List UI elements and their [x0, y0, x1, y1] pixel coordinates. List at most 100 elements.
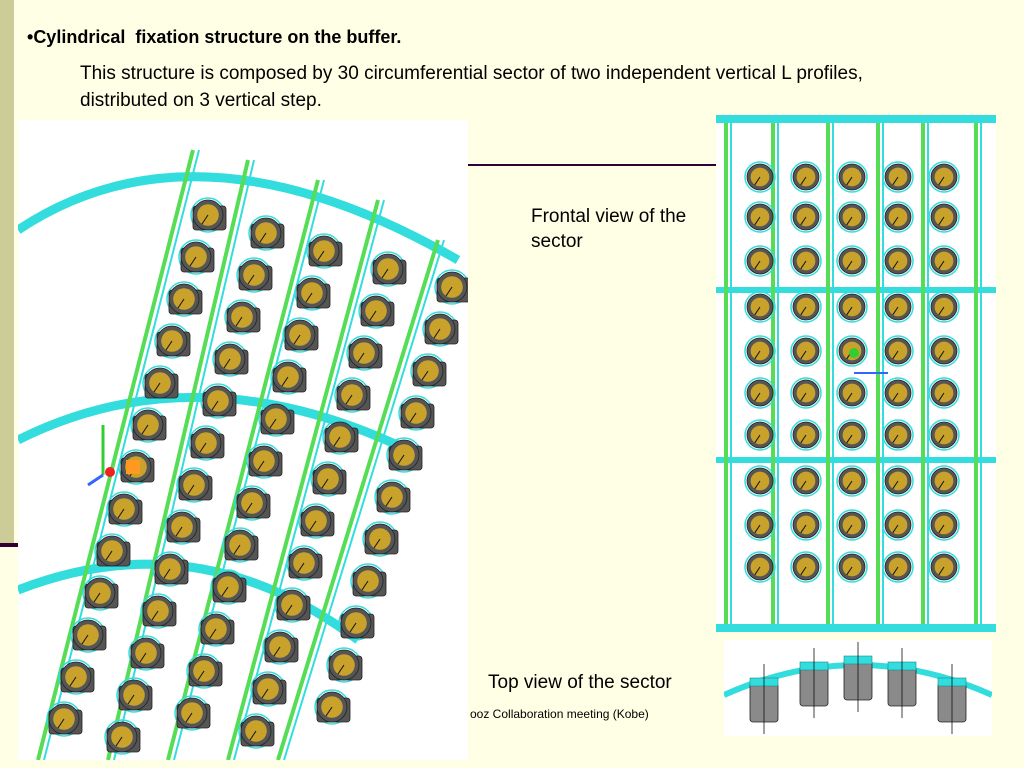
slide-title: •Cylindrical fixation structure on the b… — [27, 27, 401, 48]
support-hoop — [18, 559, 361, 644]
pmt-shape — [282, 317, 319, 353]
pmt-shape — [790, 465, 822, 497]
pmt-shape — [882, 509, 914, 541]
pmt-shape — [386, 437, 423, 473]
perspective-view-image — [18, 120, 468, 760]
pmt-shape — [928, 465, 960, 497]
pmt-shape — [836, 291, 868, 323]
step-frame — [716, 287, 996, 293]
top-frame — [716, 115, 996, 123]
pmt-shape — [928, 291, 960, 323]
top-view-image — [724, 640, 992, 736]
pmt-shape — [294, 275, 331, 311]
pmt-shape — [744, 201, 776, 233]
pmt-top-shape — [887, 648, 917, 718]
pmt-shape — [882, 161, 914, 193]
pmt-shape — [882, 377, 914, 409]
pmt-shape — [882, 245, 914, 277]
pmt-shape — [744, 509, 776, 541]
pmt-shape — [882, 465, 914, 497]
pmt-shape — [106, 491, 143, 527]
pmt-shape — [928, 551, 960, 583]
step-frame — [716, 457, 996, 463]
pmt-shape — [310, 461, 347, 497]
pmt-shape — [790, 335, 822, 367]
pmt-shape — [70, 617, 107, 653]
pmt-shape — [286, 545, 323, 581]
vertical-rail — [283, 239, 445, 760]
vertical-rail — [832, 123, 834, 624]
pmt-shape — [186, 653, 223, 689]
pmt-shape — [744, 291, 776, 323]
sidebar-divider — [0, 543, 18, 547]
pmt-shape — [362, 521, 399, 557]
pmt-shape — [928, 377, 960, 409]
pmt-shape — [928, 201, 960, 233]
pmt-shape — [422, 311, 459, 347]
pmt-shape — [116, 677, 153, 713]
pmt-shape — [128, 635, 165, 671]
pmt-shape — [210, 569, 247, 605]
pmt-shape — [928, 419, 960, 451]
pmt-shape — [882, 201, 914, 233]
pmt-shape — [176, 467, 213, 503]
pmt-shape — [790, 161, 822, 193]
vertical-rail — [226, 199, 380, 760]
pmt-shape — [790, 377, 822, 409]
pmt-shape — [928, 335, 960, 367]
pmt-shape — [744, 377, 776, 409]
pmt-shape — [152, 551, 189, 587]
pmt-shape — [164, 509, 201, 545]
pmt-shape — [94, 533, 131, 569]
pmt-shape — [334, 377, 371, 413]
pmt-shape — [790, 201, 822, 233]
pmt-shape — [246, 443, 283, 479]
pmt-shape — [882, 551, 914, 583]
bullet-mark: • — [27, 27, 34, 47]
pmt-shape — [358, 293, 395, 329]
pmt-shape — [410, 353, 447, 389]
title-divider — [468, 164, 716, 166]
pmt-shape — [270, 359, 307, 395]
pmt-shape — [928, 509, 960, 541]
vertical-rail — [927, 123, 929, 624]
caption-top-view: Top view of the sector — [488, 672, 672, 693]
pmt-shape — [398, 395, 435, 431]
pmt-top-shape — [799, 648, 829, 718]
pmt-shape — [744, 335, 776, 367]
pmt-shape — [836, 377, 868, 409]
support-hoop — [18, 172, 461, 264]
pmt-shape — [882, 419, 914, 451]
pmt-shape — [790, 245, 822, 277]
pmt-shape — [82, 575, 119, 611]
vertical-rail — [233, 199, 385, 760]
pmt-shape — [744, 551, 776, 583]
pmt-shape — [744, 161, 776, 193]
pmt-shape — [58, 659, 95, 695]
pmt-shape — [234, 485, 271, 521]
title-text: Cylindrical fixation structure on the bu… — [33, 27, 402, 47]
pmt-shape — [250, 671, 287, 707]
pmt-shape — [790, 291, 822, 323]
pmt-shape — [928, 245, 960, 277]
vertical-rail — [276, 239, 440, 760]
pmt-shape — [298, 503, 335, 539]
pmt-shape — [338, 605, 375, 641]
pmt-shape — [836, 509, 868, 541]
pmt-shape — [190, 197, 227, 233]
pmt-shape — [306, 233, 343, 269]
pmt-shape — [188, 425, 225, 461]
pmt-shape — [928, 161, 960, 193]
pmt-shape — [238, 713, 275, 749]
frontal-view-image — [716, 115, 996, 632]
pmt-shape — [200, 383, 237, 419]
pmt-shape — [224, 299, 261, 335]
pmt-shape — [790, 551, 822, 583]
pmt-top-shape — [749, 664, 779, 734]
axis-origin — [105, 467, 115, 477]
pmt-shape — [434, 269, 468, 305]
pmt-shape — [836, 161, 868, 193]
axis-marker — [126, 460, 140, 474]
slide-body-text: This structure is composed by 30 circumf… — [80, 63, 863, 111]
pmt-shape — [744, 465, 776, 497]
